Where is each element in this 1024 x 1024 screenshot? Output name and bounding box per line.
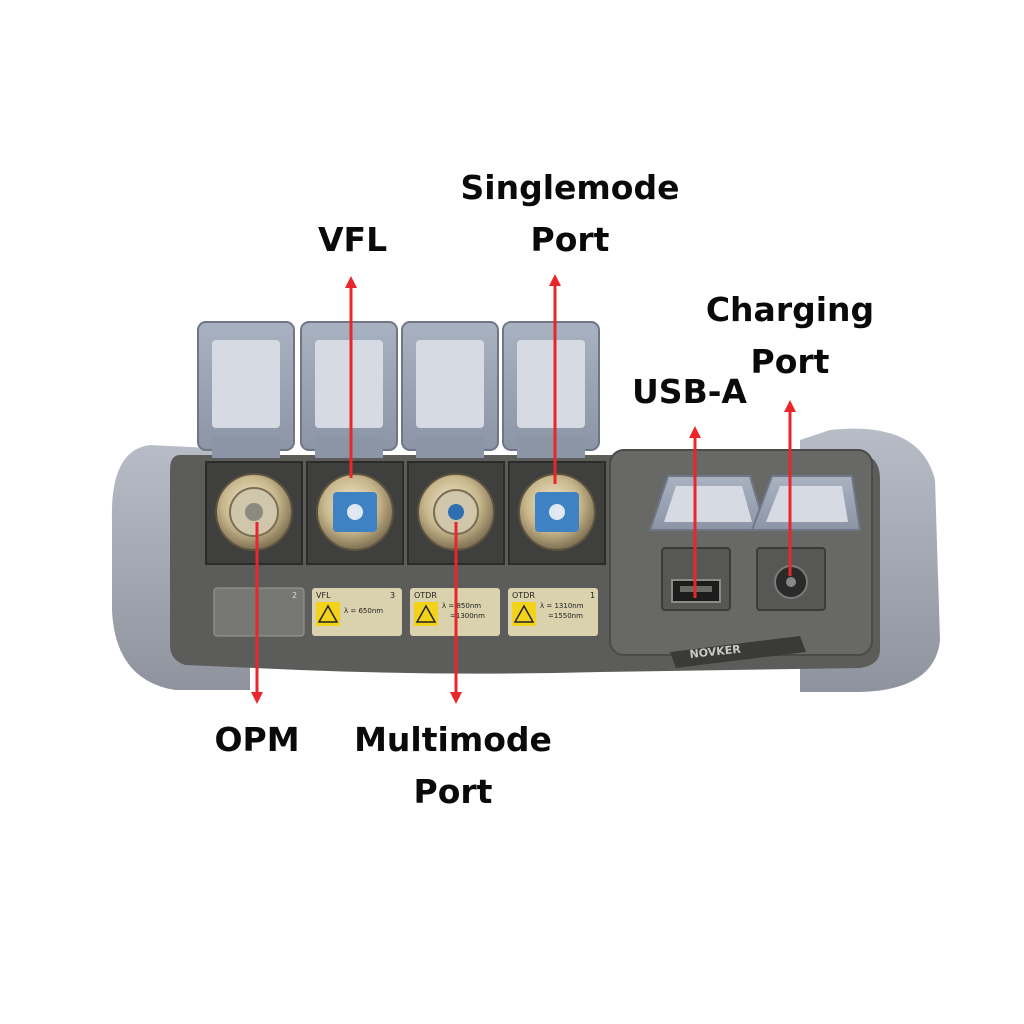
- multimode-label-line2: Port: [413, 772, 493, 811]
- singlemode-callout: Singlemode Port: [455, 162, 685, 266]
- port-1-wavelength-1: λ = 1310nm: [540, 602, 584, 610]
- usb-a-label: USB-A: [632, 372, 747, 411]
- brand-plate: [670, 636, 806, 668]
- port-label-plates: [213, 587, 598, 637]
- multimode-callout: Multimode Port: [346, 714, 560, 818]
- singlemode-label-line1: Singlemode: [460, 168, 680, 207]
- port-1-number: 1: [590, 591, 595, 600]
- opm-callout: OPM: [210, 714, 304, 766]
- brand-label: NOVKER: [689, 643, 742, 661]
- port-1-wavelength-2: =1550nm: [548, 612, 583, 620]
- multimode-label-line1: Multimode: [354, 720, 552, 759]
- charging-callout: Charging Port: [700, 284, 880, 388]
- vfl-label: VFL: [318, 220, 388, 259]
- charging-dust-cap: [750, 475, 862, 531]
- port-dust-caps: [197, 321, 600, 458]
- port-3-wavelength: λ = 650nm: [344, 607, 383, 615]
- port-3-tag: VFL: [316, 591, 331, 600]
- opm-label: OPM: [214, 720, 300, 759]
- singlemode-connector: [518, 473, 596, 551]
- vfl-callout: VFL: [318, 214, 388, 266]
- opm-connector: [215, 473, 293, 551]
- usb-a-callout: USB-A: [632, 366, 747, 418]
- port-otdr-mm-tag: OTDR: [414, 591, 437, 600]
- usb-a-dust-cap: [648, 475, 768, 531]
- port-otdr-mm-wavelength-1: λ = 850nm: [442, 602, 481, 610]
- charging-label-line1: Charging: [705, 290, 875, 329]
- vfl-connector: [316, 473, 394, 551]
- singlemode-label-line2: Port: [530, 220, 610, 259]
- multimode-connector: [417, 473, 495, 551]
- charging-label-line2: Port: [750, 342, 830, 381]
- port-3-number: 3: [390, 591, 395, 600]
- callout-arrows: [251, 274, 796, 704]
- port-otdr-mm-wavelength-2: =1300nm: [450, 612, 485, 620]
- fiber-connectors: [215, 473, 596, 551]
- port-1-tag: OTDR: [512, 591, 535, 600]
- port-2-number: 2: [292, 591, 297, 600]
